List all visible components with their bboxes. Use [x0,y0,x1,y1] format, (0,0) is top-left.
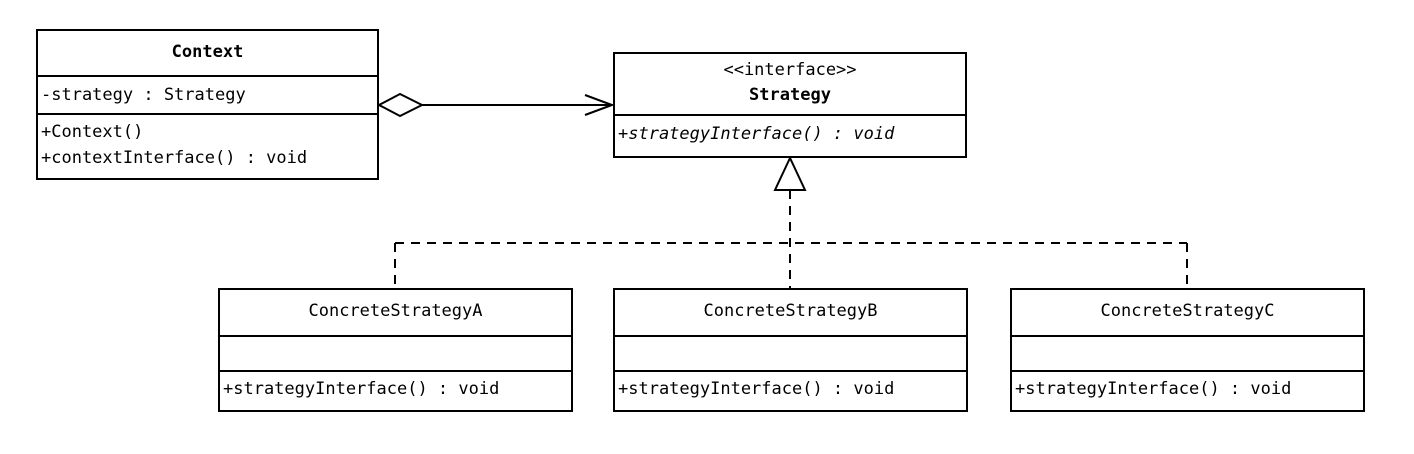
concrete-strategy-c-operations: +strategyInterface() : void [1012,372,1363,402]
concrete-strategy-c-attributes [1012,337,1363,372]
association-arrowhead [584,94,615,116]
concrete-strategy-a-name: ConcreteStrategyA [220,290,571,337]
concrete-strategy-b-operation: +strategyInterface() : void [618,379,895,399]
realization-triangle [773,155,807,191]
concrete-strategy-b-box[interactable]: ConcreteStrategyB +strategyInterface() :… [613,288,968,412]
context-class-name: Context [38,31,377,77]
strategy-class-name: Strategy [749,85,831,105]
context-attribute: -strategy : Strategy [41,85,246,105]
concrete-strategy-b-attributes [615,337,966,372]
context-operations: +Context() +contextInterface() : void [38,115,377,171]
concrete-strategy-c-name: ConcreteStrategyC [1012,290,1363,337]
concrete-strategy-a-box[interactable]: ConcreteStrategyA +strategyInterface() :… [218,288,573,412]
aggregation-diamond [376,92,425,118]
context-operation: +contextInterface() : void [41,148,308,168]
context-class-box[interactable]: Context -strategy : Strategy +Context() … [36,29,379,180]
concrete-strategy-c-operation: +strategyInterface() : void [1015,379,1292,399]
concrete-strategy-a-operation: +strategyInterface() : void [223,379,500,399]
concrete-strategy-a-attributes [220,337,571,372]
strategy-stereotype: <<interface>> [723,60,857,80]
strategy-interface-box[interactable]: <<interface>> Strategy +strategyInterfac… [613,52,967,158]
strategy-operation: +strategyInterface() : void [618,124,895,144]
context-operation: +Context() [41,122,144,142]
concrete-strategy-b-operations: +strategyInterface() : void [615,372,966,402]
strategy-operations: +strategyInterface() : void [615,116,965,147]
concrete-strategy-b-name: ConcreteStrategyB [615,290,966,337]
concrete-strategy-a-operations: +strategyInterface() : void [220,372,571,402]
context-attributes: -strategy : Strategy [38,77,377,115]
strategy-name-compartment: <<interface>> Strategy [615,54,965,116]
concrete-strategy-c-box[interactable]: ConcreteStrategyC +strategyInterface() :… [1010,288,1365,412]
